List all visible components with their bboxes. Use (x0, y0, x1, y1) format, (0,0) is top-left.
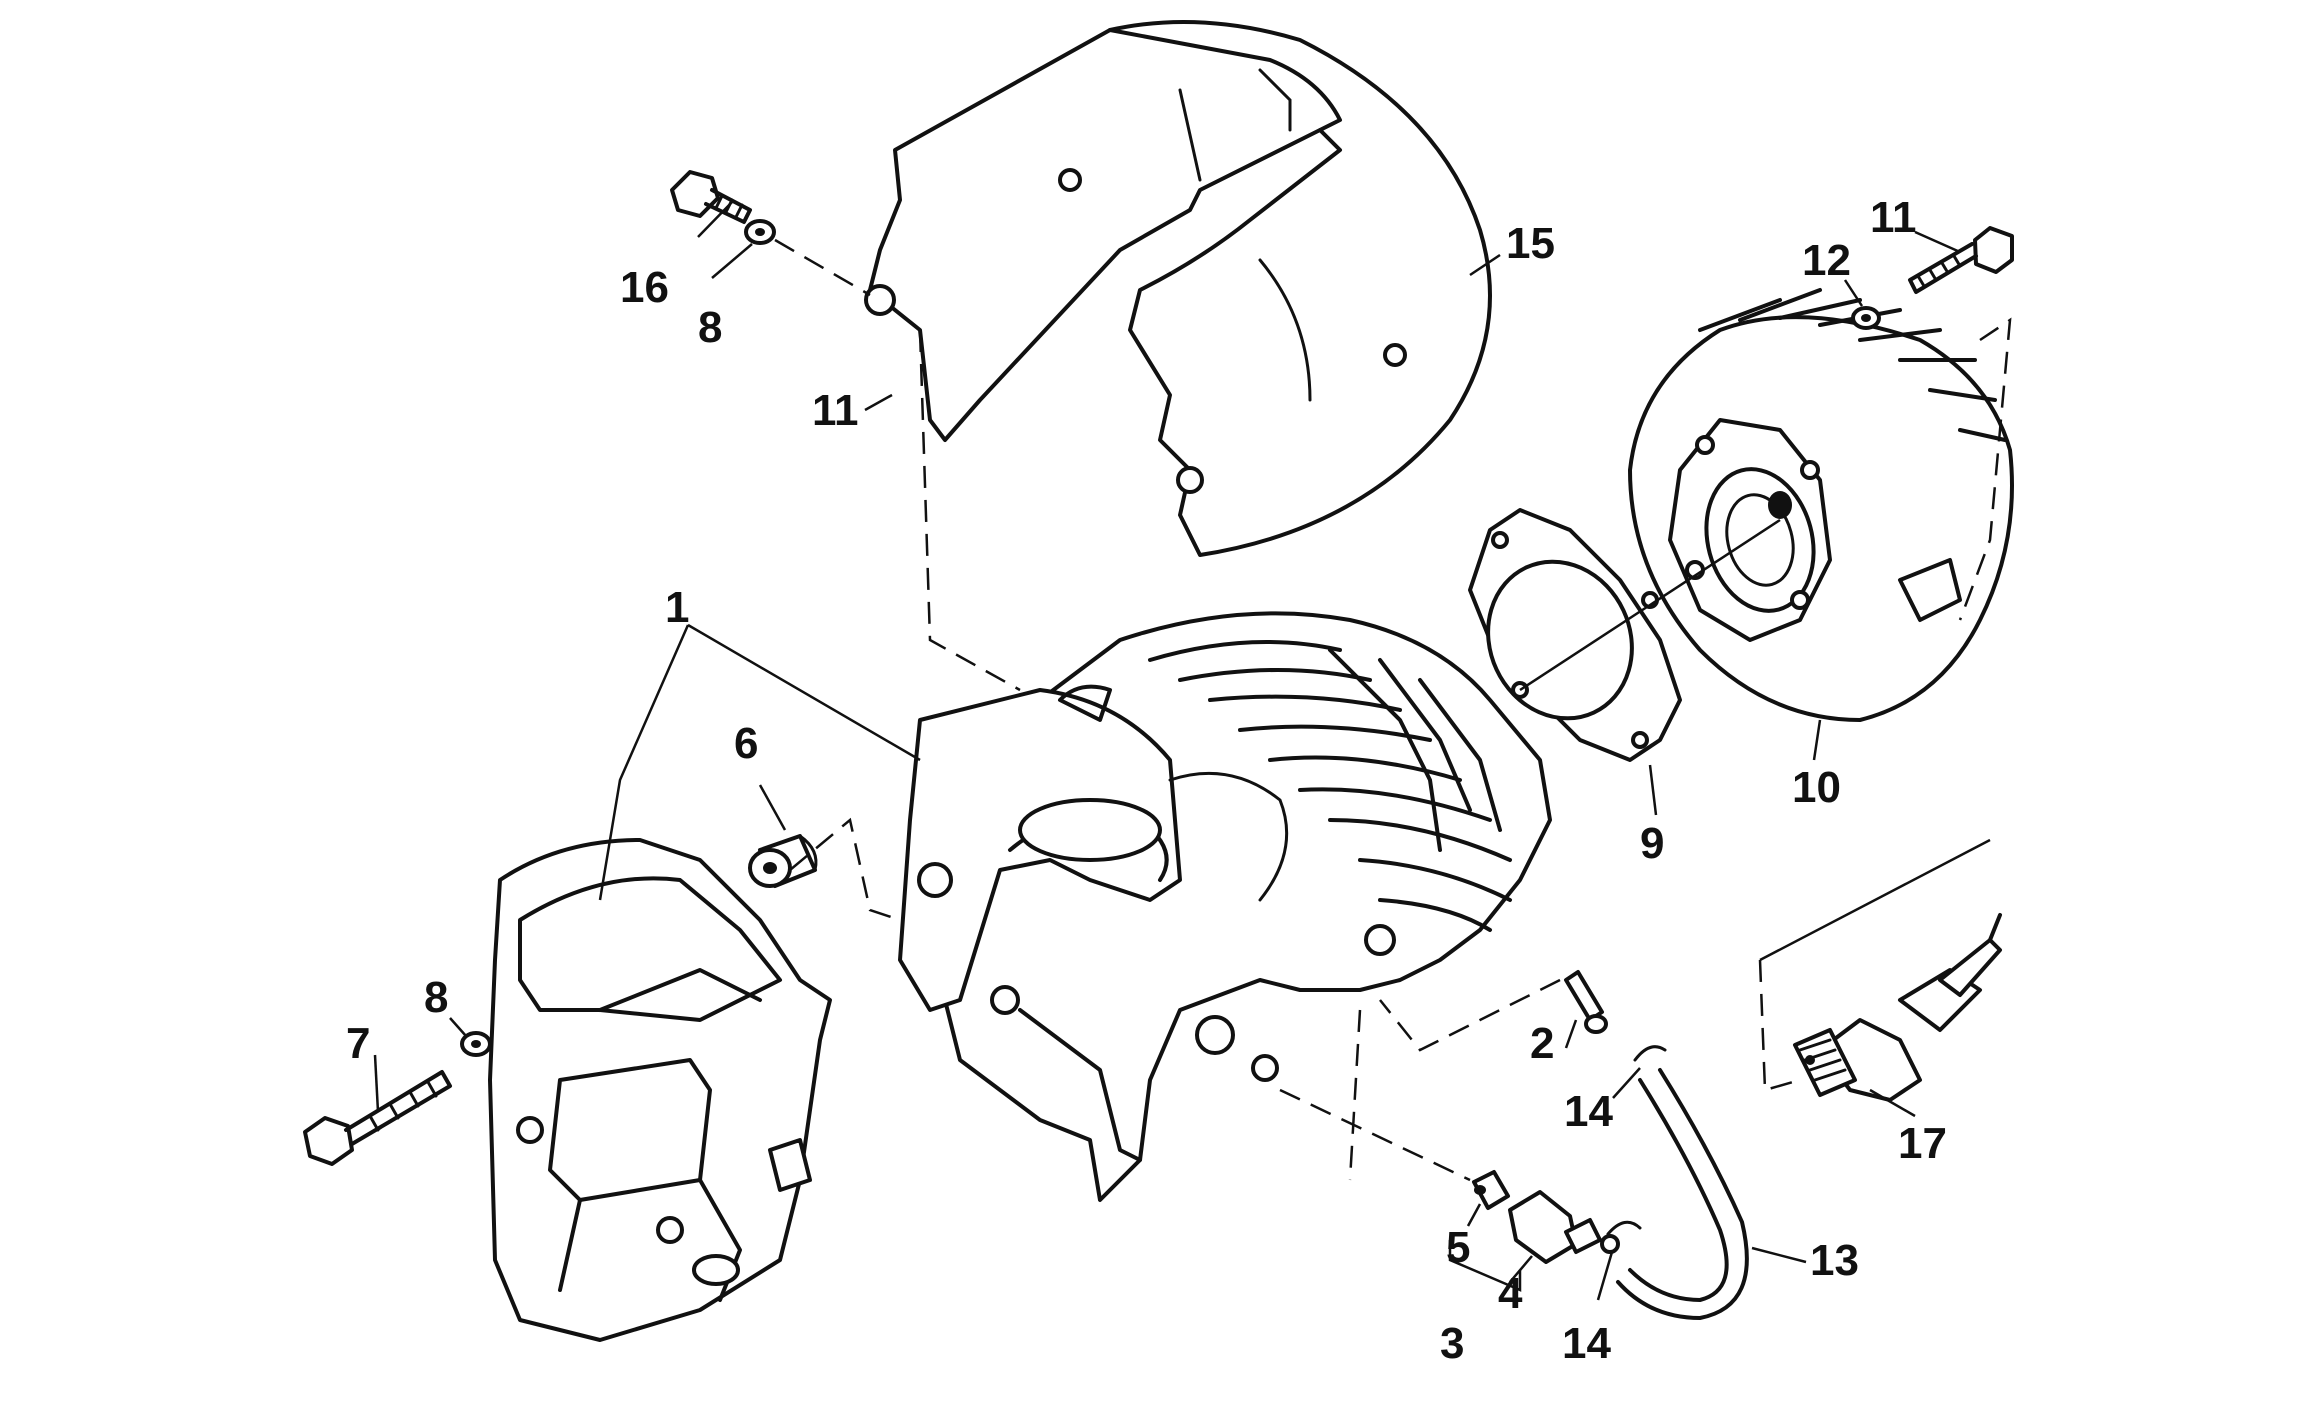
clamp-14-lower (1606, 1220, 1642, 1236)
callout-11-right: 11 (1870, 193, 1917, 242)
callout-7: 7 (346, 1019, 370, 1068)
bracket-3 (1448, 1240, 1522, 1292)
callout-9: 9 (1640, 819, 1664, 868)
callout-5: 5 (1446, 1223, 1470, 1272)
callout-8-top: 8 (698, 303, 722, 352)
callout-12: 12 (1802, 236, 1851, 285)
valve-4 (1508, 1190, 1620, 1264)
spark-plug-17 (1793, 913, 2002, 1102)
bushing-6 (748, 834, 818, 888)
callout-8-left: 8 (424, 973, 448, 1022)
washer-12 (1851, 306, 1881, 330)
callout-15: 15 (1506, 219, 1555, 268)
bolt-7 (303, 1070, 452, 1166)
callout-14-upper: 14 (1564, 1087, 1613, 1136)
assembly-line (1758, 959, 1801, 1092)
fitting-2 (1564, 970, 1608, 1034)
callout-labels: 1 2 3 4 5 6 7 8 8 9 10 11 11 12 13 14 14… (346, 193, 1947, 1368)
assembly-line (918, 329, 1021, 692)
hose-13 (1616, 1068, 1749, 1320)
callout-3: 3 (1440, 1319, 1464, 1368)
assembly-line (1759, 838, 1991, 962)
gasket-9 (1468, 508, 1682, 762)
assembly-line (1958, 317, 2012, 621)
assembly-line (1348, 1009, 1362, 1181)
assembly-line (1279, 1088, 1471, 1182)
bolt-11-right (1908, 226, 2014, 294)
callout-14-lower: 14 (1562, 1319, 1611, 1368)
fan-shroud-15 (864, 20, 1492, 557)
crankcase-half-1 (488, 838, 832, 1342)
assembly-line (774, 238, 871, 297)
cylinder-head-10 (1628, 288, 2014, 722)
assembly-line (1379, 978, 1561, 1052)
assembly-line (789, 817, 901, 922)
callout-11-left: 11 (812, 386, 859, 435)
assembly-line (1519, 518, 1781, 692)
washer-8-top (744, 219, 776, 245)
bolt-16 (670, 170, 752, 224)
callout-16: 16 (620, 263, 669, 312)
callout-4: 4 (1498, 1269, 1523, 1318)
fitting-5 (1472, 1170, 1510, 1210)
leader-lines (373, 199, 1961, 1301)
callout-2: 2 (1530, 1019, 1554, 1068)
callout-13: 13 (1810, 1236, 1859, 1285)
callout-1: 1 (665, 583, 689, 632)
callout-6: 6 (734, 719, 758, 768)
cylinder-crankcase-1 (898, 611, 1552, 1202)
callout-17: 17 (1898, 1119, 1947, 1168)
callout-10: 10 (1792, 763, 1841, 812)
washer-8-left (460, 1031, 492, 1057)
clamp-14-upper (1633, 1045, 1667, 1062)
